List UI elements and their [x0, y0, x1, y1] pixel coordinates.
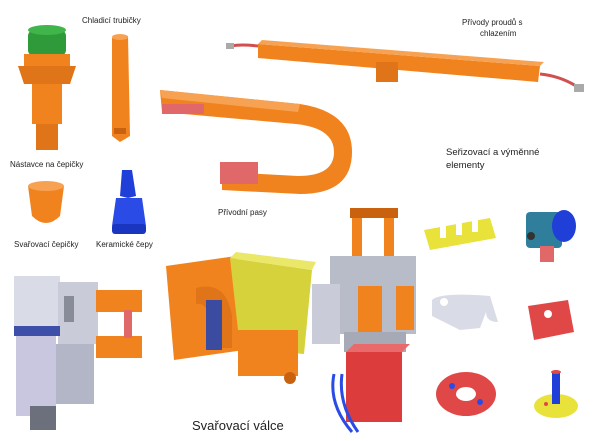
label-cooling-tubes: Chladicí trubičky [82, 16, 141, 25]
ceramic-pin-part [112, 170, 146, 234]
label-welding-caps: Svařovací čepičky [14, 240, 79, 249]
red-ring-part [436, 372, 496, 416]
cap-adapter-part [18, 25, 76, 150]
label-ceramic-pins: Keramické čepy [96, 240, 153, 249]
welding-cylinder-left [14, 276, 142, 430]
label-adjust-elements-1: Seřizovací a výměnné [446, 147, 540, 158]
label-lead-straps: Přívodní pasy [218, 208, 267, 217]
yellow-stand-part [534, 370, 578, 418]
label-adjust-elements-2: elementy [446, 160, 485, 171]
welding-cap-part [28, 181, 64, 223]
label-welding-cylinders: Svařovací válce [192, 418, 284, 433]
red-square-part [528, 300, 574, 340]
grey-plate-part [432, 294, 498, 330]
welding-cylinder-middle [166, 252, 316, 384]
yellow-comb-part [424, 218, 496, 250]
label-current-leads-2: chlazením [480, 29, 517, 38]
cooling-tube-part [112, 34, 130, 142]
label-current-leads-1: Přívody proudů s [462, 18, 523, 27]
welding-cylinder-right [312, 208, 416, 433]
lead-strap-part [160, 90, 352, 194]
label-cap-adapters: Nástavce na čepičky [10, 160, 84, 169]
current-lead-part [226, 40, 584, 92]
blue-block-part [526, 210, 576, 262]
